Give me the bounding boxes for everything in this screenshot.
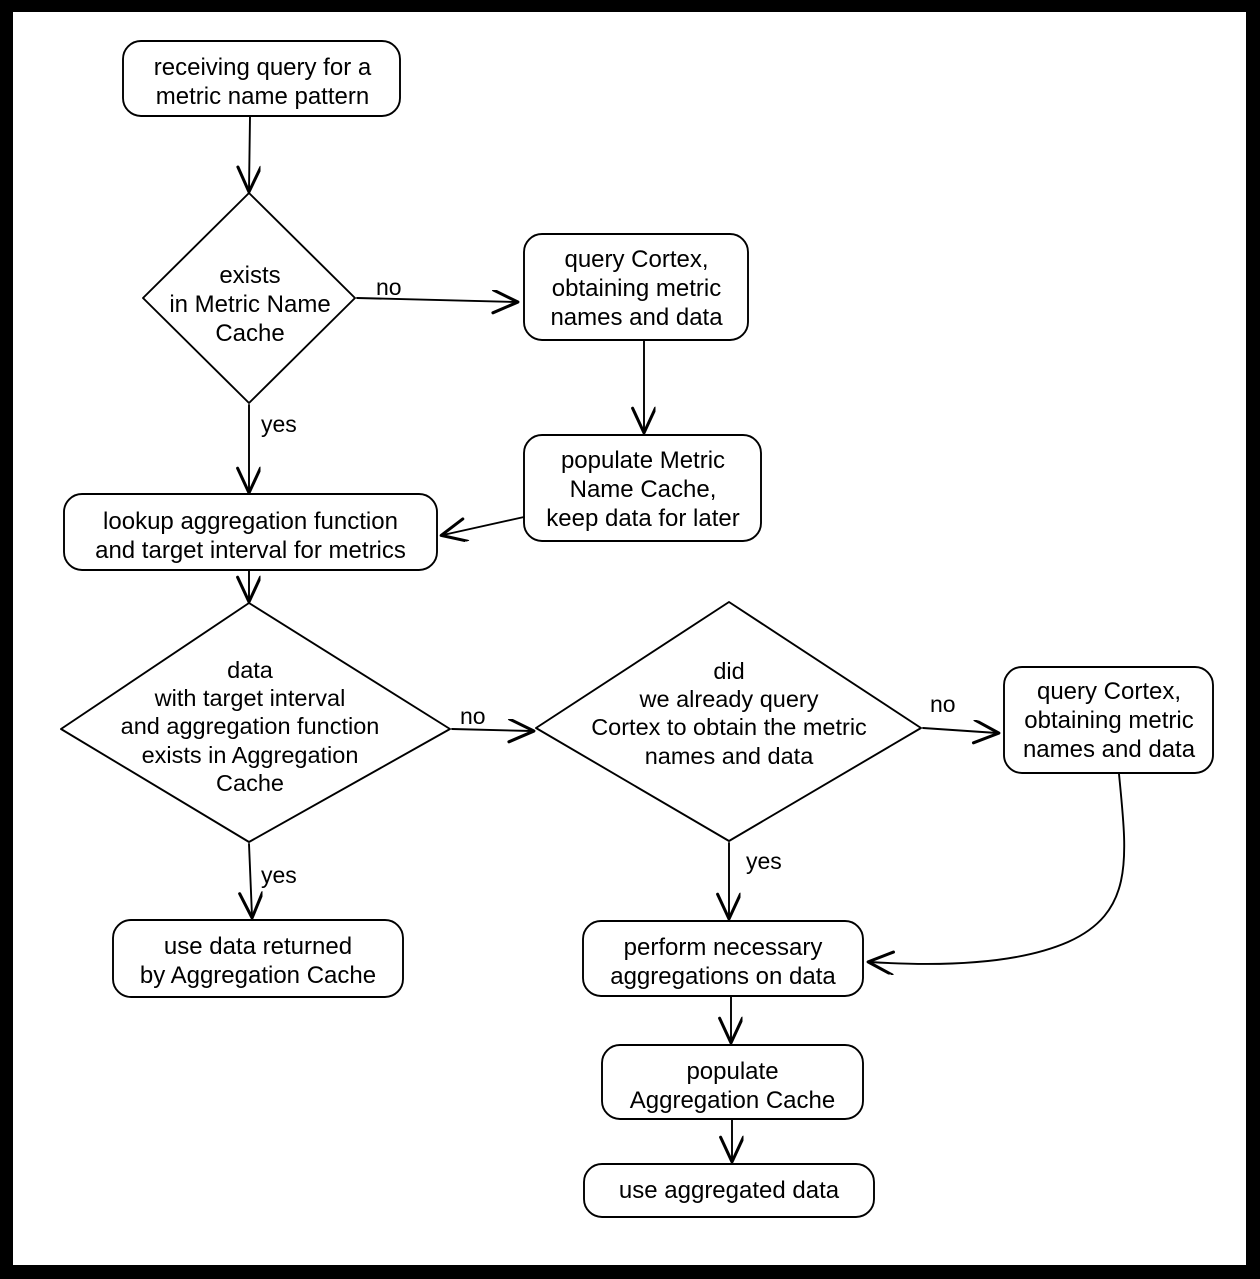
node-query-cortex-top — [523, 233, 749, 341]
edge-n6-n9 — [249, 843, 252, 916]
node-query-cortex-right — [1003, 666, 1214, 774]
node-perform-aggregations — [582, 920, 864, 997]
edge-n1-n2 — [249, 116, 250, 190]
node-receiving-query — [122, 40, 401, 117]
diagram-canvas: receiving query for a metric name patter… — [13, 12, 1246, 1265]
edge-n8-n10 — [870, 773, 1126, 964]
edge-label-yes-agg-cache: yes — [261, 862, 297, 888]
edge-label-yes-already-queried: yes — [746, 848, 782, 874]
edge-n4-n5 — [443, 516, 525, 535]
edge-label-yes-metric-cache: yes — [261, 411, 297, 437]
node-use-data-returned — [112, 919, 404, 998]
node-data-exists-aggregation-cache — [60, 602, 451, 843]
node-lookup-aggregation — [63, 493, 438, 571]
node-exists-metric-name-cache — [142, 192, 356, 404]
edge-n2-n3 — [356, 298, 516, 302]
node-did-already-query — [535, 601, 922, 842]
edge-n7-n8 — [922, 728, 997, 733]
edge-label-no-already-queried: no — [930, 691, 956, 717]
edge-label-no-agg-cache: no — [460, 703, 486, 729]
node-use-aggregated-data — [583, 1163, 875, 1218]
node-populate-aggregation-cache — [601, 1044, 864, 1120]
node-populate-metric-name-cache — [523, 434, 762, 542]
edge-n6-n7 — [451, 729, 532, 731]
flowchart-shapes — [60, 40, 1214, 1218]
edge-label-no-metric-cache: no — [376, 274, 402, 300]
